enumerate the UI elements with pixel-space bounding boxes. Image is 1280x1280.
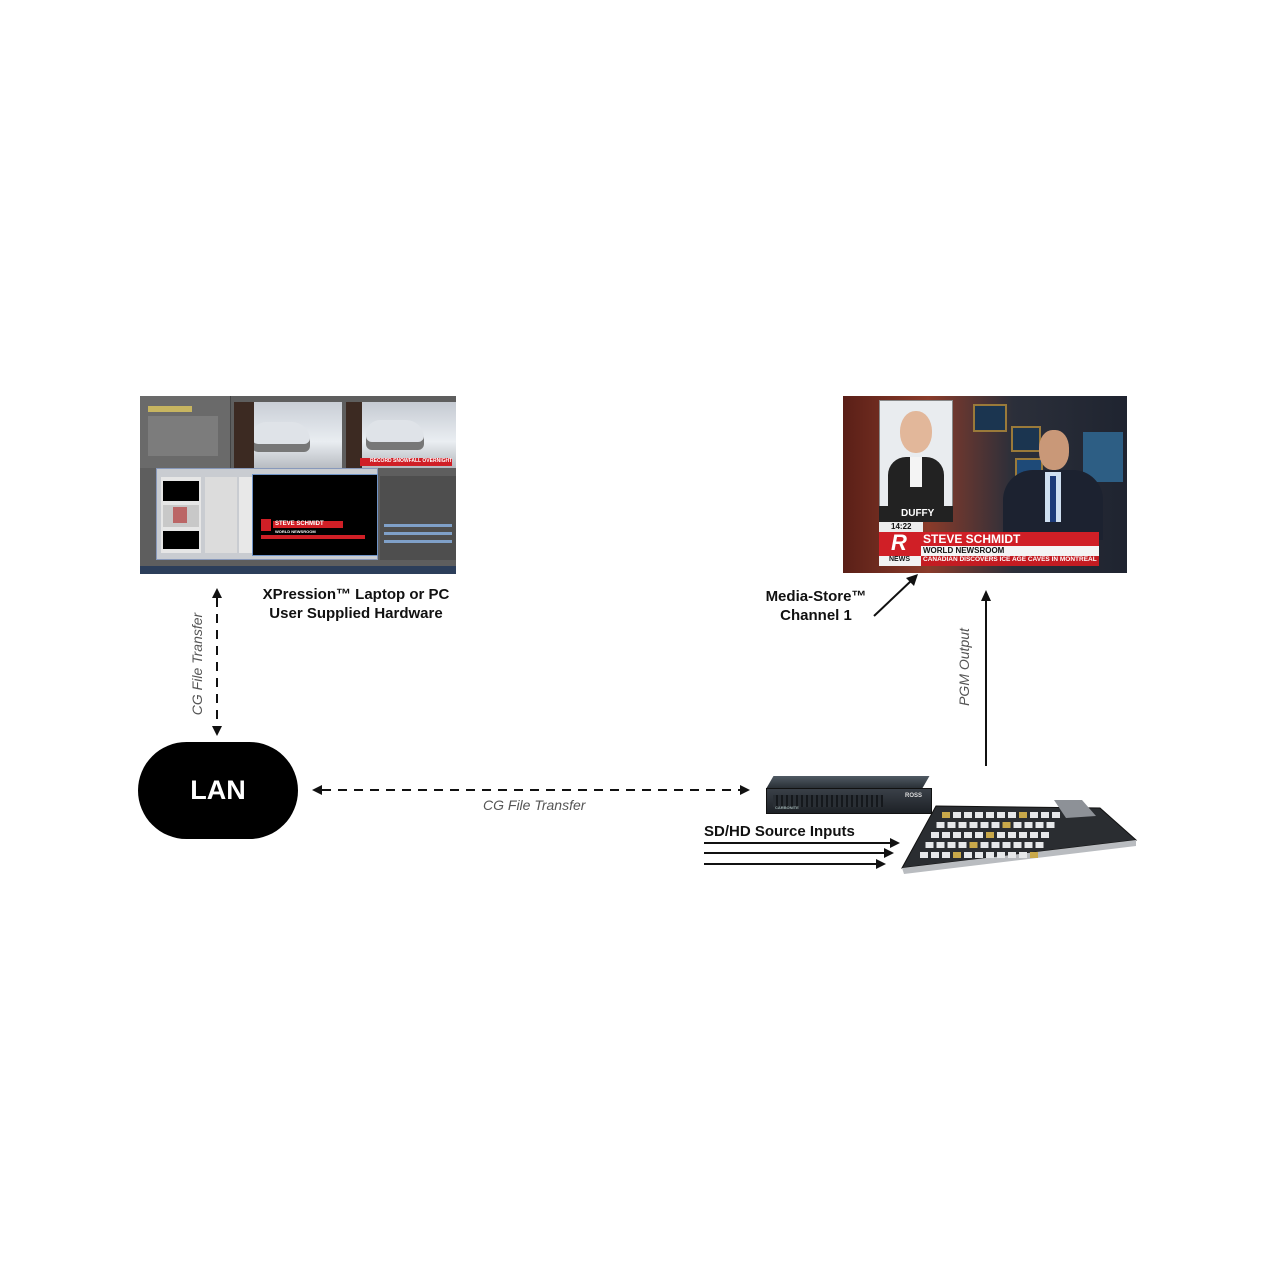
xpression-label-line2: User Supplied Hardware	[269, 605, 443, 622]
arrowhead-lan-top	[212, 726, 222, 736]
arrowhead-pgm	[981, 590, 991, 601]
broadcast-monitor: DUFFY 14:22 R NEWS STEVE SCHMIDT WORLD N…	[843, 396, 1127, 573]
edge-media-store	[873, 579, 913, 617]
xp-program-preview: STEVE SCHMIDT WORLD NEWSROOM	[252, 474, 378, 556]
media-store-label-line1: Media-Store™	[765, 588, 867, 605]
edge-label-lan-frame: CG File Transfer	[483, 797, 586, 813]
news-tag: NEWS	[889, 556, 910, 563]
clock-text: 14:22	[891, 522, 912, 531]
headline-name: STEVE SCHMIDT	[923, 532, 1021, 546]
channel-logo	[879, 532, 923, 556]
xp-preview-image-left	[234, 402, 342, 468]
arrowhead-lan-right	[312, 785, 322, 795]
lan-node: LAN	[138, 742, 298, 839]
xpression-label-line1: XPression™ Laptop or PC	[262, 586, 450, 603]
sources-label: SD/HD Source Inputs	[704, 823, 855, 840]
source-arrowhead-3	[876, 859, 886, 869]
ross-logo: ROSS	[905, 793, 923, 799]
guest-photo	[879, 400, 953, 508]
xp-lower-third-sub: WORLD NEWSROOM	[275, 529, 316, 534]
xpression-label: XPression™ Laptop or PC User Supplied Ha…	[226, 585, 486, 623]
xp-timeline	[380, 476, 456, 560]
arrowhead-xp	[212, 588, 222, 598]
guest-name: DUFFY	[901, 508, 935, 519]
headline-sub: WORLD NEWSROOM	[923, 546, 1005, 555]
media-store-label: Media-Store™ Channel 1	[746, 587, 886, 625]
media-store-label-line2: Channel 1	[780, 607, 852, 624]
xpression-screenshot: RECORD SNOWFALL OVERNIGHT STEVE SCHMIDT …	[140, 396, 456, 574]
xp-taskbar	[140, 566, 456, 574]
anchor-head	[1039, 430, 1069, 470]
xp-preview-image-right: RECORD SNOWFALL OVERNIGHT	[346, 402, 456, 468]
arrowhead-frame	[740, 785, 750, 795]
lan-label: LAN	[190, 775, 246, 805]
source-arrowhead-1	[890, 838, 900, 848]
ticker-text: CANADIAN DISCOVERS ICE AGE CAVES IN MONT…	[923, 556, 1097, 563]
xp-project-panel	[140, 396, 231, 468]
xp-lower-third-name: STEVE SCHMIDT	[275, 521, 324, 527]
xp-top-banner-text: RECORD SNOWFALL OVERNIGHT	[370, 458, 453, 464]
anchor-body	[1003, 470, 1103, 540]
arrowhead-media-store	[906, 574, 918, 586]
source-arrowhead-2	[884, 848, 894, 858]
